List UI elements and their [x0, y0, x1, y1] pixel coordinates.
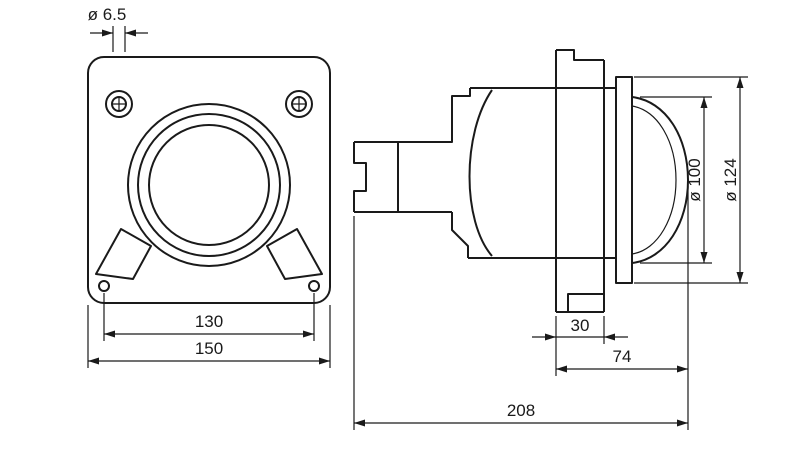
dim-label-front-offset: 74 [613, 347, 632, 366]
side-view: ø 100 ø 124 30 74 208 [353, 49, 748, 430]
dimension-flange-width: 150 [87, 305, 331, 368]
dimension-hole-diameter: ø 6.5 [88, 5, 148, 52]
dim-label-overall-length: 208 [507, 401, 535, 420]
screw-cross-icon [112, 97, 126, 111]
dim-label-bracket-width: 30 [571, 316, 590, 335]
dimension-bracket-width: 30 [532, 316, 628, 376]
dimension-lens-diameter: ø 100 [640, 96, 712, 264]
lens-middle-rim [137, 113, 281, 257]
mount-hole-bottom-left [98, 280, 110, 292]
dimension-hole-spacing: 130 [103, 293, 315, 341]
lens-profile-outer [631, 96, 689, 264]
bracket-top-tab [556, 49, 604, 61]
front-view: ø 6.5 130 150 [87, 5, 331, 368]
reflector-curve [468, 89, 493, 257]
dim-label-lens-diameter: ø 100 [685, 158, 704, 201]
mount-hole-bottom-right [308, 280, 320, 292]
dimension-front-offset: 74 [556, 186, 689, 430]
lens-profile-inner [631, 105, 677, 255]
mounting-wing-left [95, 228, 152, 280]
screw-cross-icon [292, 97, 306, 111]
bezel-ring [615, 76, 633, 284]
flange-outline [87, 56, 331, 304]
housing-lower-chamfer [451, 212, 469, 258]
mount-clamp-left-edge [353, 142, 367, 212]
dim-label-flange-width: 150 [195, 339, 223, 358]
dim-label-hole-spacing: 130 [195, 312, 223, 331]
housing-front-step [354, 88, 471, 143]
dim-label-hole-diameter: ø 6.5 [88, 5, 127, 24]
screw-top-right [285, 90, 313, 118]
screw-top-left [105, 90, 133, 118]
bracket-foot-step [567, 293, 604, 312]
lens-glass [148, 124, 270, 246]
mounting-wing-right [266, 228, 323, 280]
dimension-overall-length: 208 [353, 216, 688, 430]
dimension-bezel-diameter: ø 124 [634, 76, 748, 284]
lens-outer-rim [127, 103, 291, 267]
dim-label-bezel-diameter: ø 124 [721, 158, 740, 201]
